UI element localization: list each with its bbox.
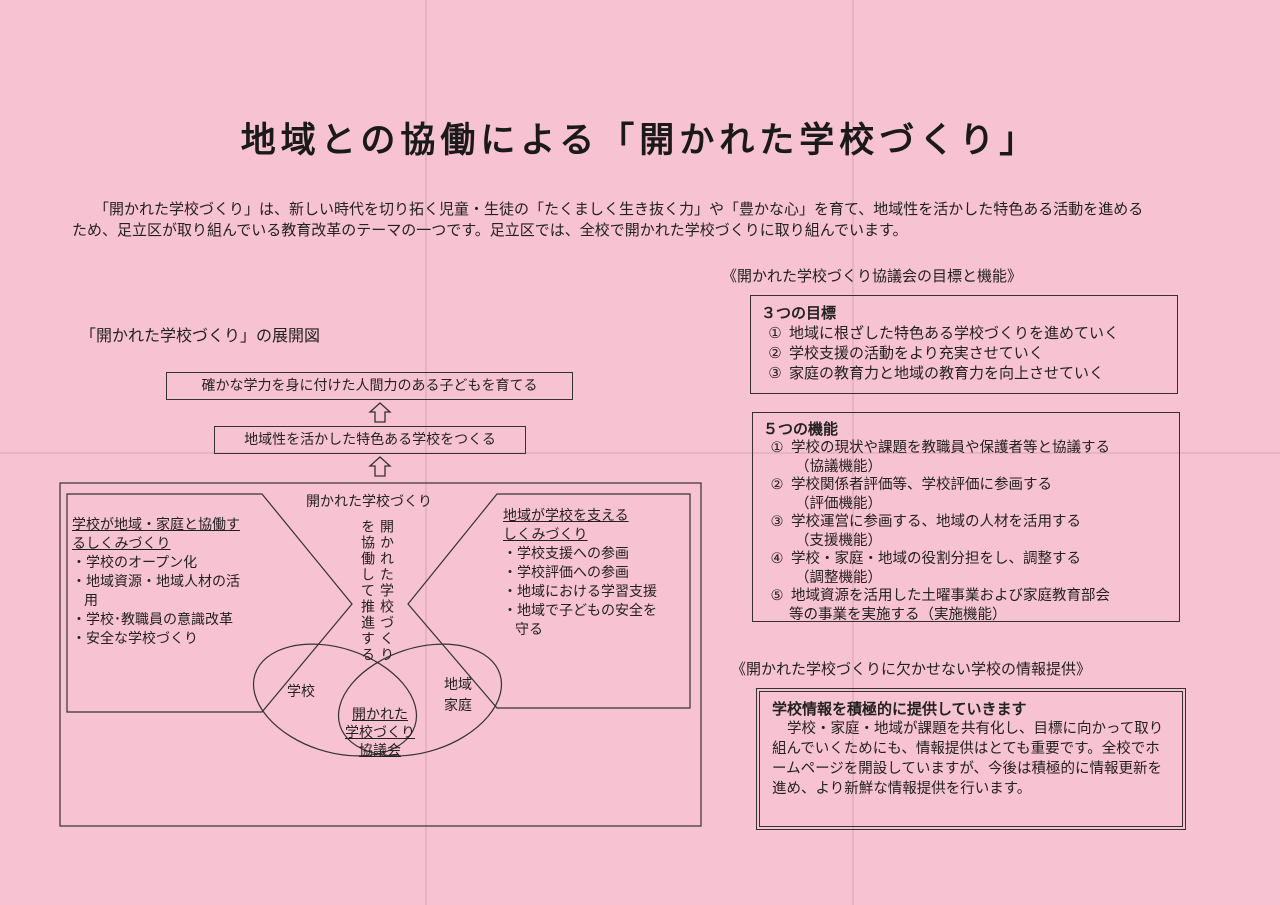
list-item: 用: [84, 593, 98, 609]
list-item: ・地域における学習支援: [503, 584, 657, 600]
council-label-line: 開かれた: [352, 707, 408, 723]
school-ellipse: [252, 643, 418, 757]
council-label: 開かれた 学校づくり 協議会: [330, 706, 430, 760]
school-label: 学校: [287, 684, 315, 700]
fold-line: [852, 0, 854, 905]
function-sub: （調整機能）: [795, 569, 882, 586]
list-item: ・学校のオープン化: [72, 555, 198, 571]
vertical-text-1: 開かれた学校づくり: [378, 519, 394, 663]
right-panel-shape: [407, 493, 691, 709]
list-item: ・学校支援への参画: [503, 546, 629, 562]
diagram-heading: 「開かれた学校づくり」の展開図: [80, 326, 321, 345]
list-item: ・地域資源・地域人材の活: [72, 574, 240, 590]
left-panel-shape: [66, 493, 353, 713]
goals-title: ３つの目標: [761, 304, 837, 322]
left-panel-title: 学校が地域・家庭と協働す: [72, 517, 240, 533]
left-panel-title: るしくみづくり: [72, 536, 171, 552]
vertical-text-2: を協働して推進する: [359, 519, 375, 663]
diagram-frame: [59, 482, 702, 827]
info-title: 学校情報を積極的に提供していきます: [772, 700, 1027, 718]
up-arrow-icon: [368, 456, 392, 477]
list-item: ・学校･教職員の意識改革: [72, 612, 233, 628]
intro-paragraph: 「開かれた学校づくり」は、新しい時代を切り拓く児童・生徒の「たくましく生き抜く力…: [72, 200, 1144, 239]
list-item: ・学校評価への参画: [503, 565, 629, 581]
functions-title: ５つの機能: [763, 420, 839, 438]
function-sub: 等の事業を実施する（実施機能）: [789, 606, 1007, 623]
page-title: 地域との協働による「開かれた学校づくり」: [240, 121, 1040, 161]
right-panel-title: しくみづくり: [503, 527, 588, 543]
list-item: ・安全な学校づくり: [72, 631, 198, 647]
goals-functions-heading: 《開かれた学校づくり協議会の目標と機能》: [722, 267, 1023, 285]
community-ellipse: [337, 643, 503, 757]
family-label: 家庭: [444, 698, 472, 714]
info-box: 学校情報を積極的に提供していきます 学校・家庭・地域が課題を共有化し、目標に向か…: [756, 688, 1186, 830]
community-label: 地域: [444, 677, 472, 693]
function-sub: （支援機能）: [795, 532, 882, 549]
info-body: 学校・家庭・地域が課題を共有化し、目標に向かって取り組んでいくためにも、情報提供…: [772, 721, 1164, 797]
right-panel: 地域が学校を支える しくみづくり ・学校支援への参画 ・学校評価への参画 ・地域…: [503, 507, 657, 640]
diagram-caption: 開かれた学校づくり: [306, 494, 432, 510]
fold-line: [425, 0, 427, 905]
list-item: 守る: [515, 622, 543, 638]
right-panel-title: 地域が学校を支える: [503, 508, 629, 524]
function-sub: （評価機能）: [795, 495, 882, 512]
info-heading: 《開かれた学校づくりに欠かせない学校の情報提供》: [731, 660, 1092, 678]
up-arrow-icon: [368, 402, 392, 423]
council-label-line: 協議会: [359, 743, 401, 759]
list-item: ・地域で子どもの安全を: [503, 603, 657, 619]
mid-goal-box: 地域性を活かした特色ある学校をつくる: [214, 426, 526, 454]
left-panel: 学校が地域・家庭と協働す るしくみづくり ・学校のオープン化 ・地域資源・地域人…: [72, 516, 240, 649]
fold-line: [0, 452, 1280, 454]
top-goal-box: 確かな学力を身に付けた人間力のある子どもを育てる: [166, 372, 573, 400]
council-label-line: 学校づくり: [345, 725, 415, 741]
function-sub: （協議機能）: [795, 458, 882, 475]
